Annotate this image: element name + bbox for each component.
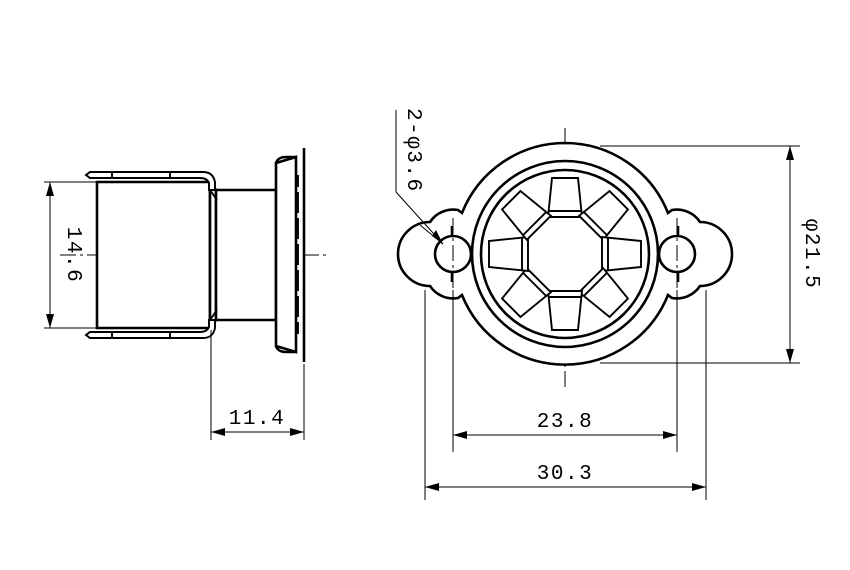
side-view-upper-spring-clip bbox=[84, 171, 216, 191]
dimension-phi-21-5-text: φ21.5 bbox=[799, 219, 822, 290]
dimension-11-4-arrow-left bbox=[211, 428, 225, 436]
side-view-flange-top-fillet bbox=[274, 155, 296, 164]
front-view-body-inner-circle bbox=[479, 168, 651, 340]
dimension-23-8-arrow-left bbox=[453, 431, 467, 439]
dimension-14-6-arrow-bottom bbox=[46, 314, 54, 328]
dimension-14-6-arrow-top bbox=[46, 182, 54, 196]
callout-leader-tail bbox=[419, 224, 444, 245]
front-view-slot-bottom bbox=[546, 290, 584, 331]
callout-2-phi-3-6: 2-φ3.6 bbox=[395, 108, 444, 245]
callout-2-phi-3-6-text: 2-φ3.6 bbox=[401, 108, 424, 193]
callout-leader-arrow bbox=[432, 230, 443, 244]
dimension-30-3-arrow-right bbox=[692, 483, 706, 491]
side-view-junction-hatch-bottom bbox=[209, 309, 218, 321]
front-view-slot-top bbox=[546, 177, 584, 218]
dimension-phi-21-5-arrow-bottom bbox=[786, 349, 794, 363]
front-view-group: 2-φ3.6 φ21.5 23.8 bbox=[395, 108, 822, 500]
dimension-14-6: 14.6 bbox=[44, 181, 100, 329]
front-view-slot-right bbox=[601, 235, 642, 273]
dimension-phi-21-5-arrow-top bbox=[786, 146, 794, 160]
dimension-11-4: 11.4 bbox=[210, 330, 305, 440]
dimension-phi-21-5: φ21.5 bbox=[600, 145, 822, 364]
side-view-lower-spring-clip bbox=[84, 319, 216, 339]
side-view-nose-section bbox=[214, 188, 278, 322]
dimension-11-4-text: 11.4 bbox=[229, 408, 285, 431]
dimension-11-4-arrow-right bbox=[290, 428, 304, 436]
side-view-barrel-body bbox=[95, 180, 212, 330]
side-view-group: 14.6 11.4 bbox=[44, 148, 330, 440]
dimension-14-6-text: 14.6 bbox=[61, 227, 84, 283]
dimension-30-3-arrow-left bbox=[425, 483, 439, 491]
dimension-23-8-text: 23.8 bbox=[537, 411, 593, 434]
dimension-30-3-text: 30.3 bbox=[537, 463, 593, 486]
front-view-body-outer-circle bbox=[470, 159, 660, 349]
front-view-contact-slots bbox=[488, 177, 642, 331]
side-view-flange-bottom-fillet bbox=[274, 345, 296, 354]
dimension-23-8-arrow-right bbox=[663, 431, 677, 439]
front-view-mounting-plate-outline bbox=[396, 141, 734, 366]
front-view-slot-upper-left bbox=[500, 189, 553, 242]
side-view-flange bbox=[274, 155, 298, 354]
dimension-23-8: 23.8 bbox=[452, 290, 678, 452]
side-view-junction-hatch-top bbox=[209, 189, 218, 201]
front-view-slot-left bbox=[488, 235, 529, 273]
dimension-30-3: 30.3 bbox=[424, 290, 707, 500]
